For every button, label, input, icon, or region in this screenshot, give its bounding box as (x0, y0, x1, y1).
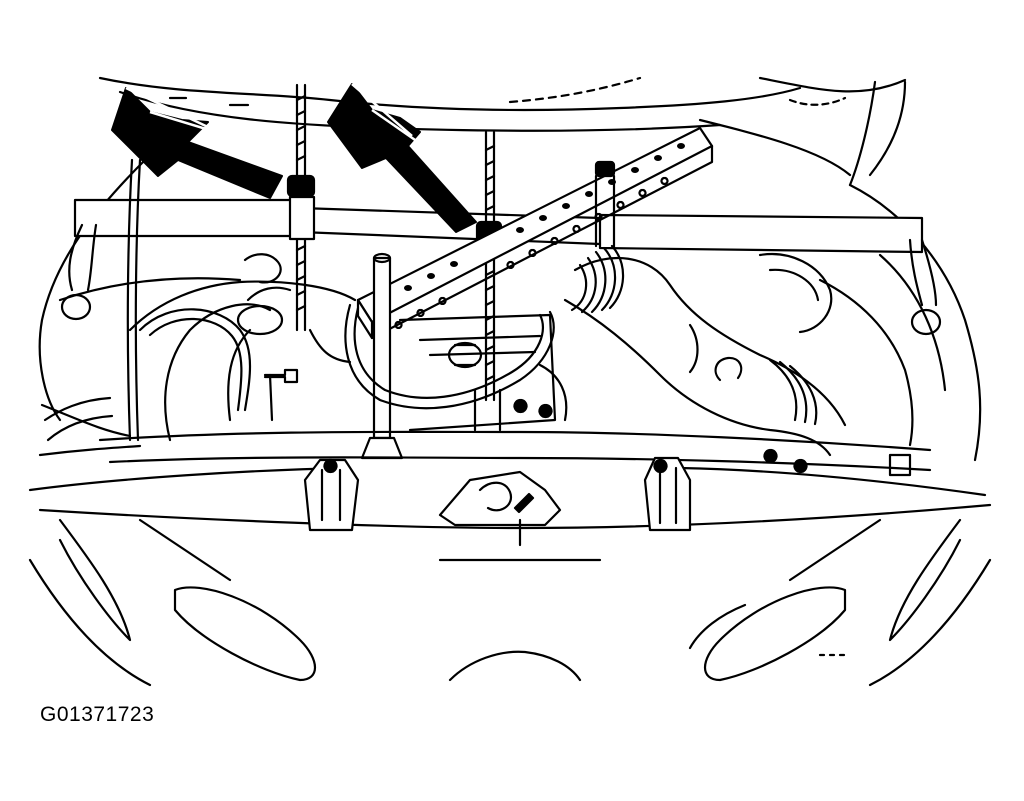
engine-center (398, 313, 568, 432)
radiator-support (28, 430, 992, 547)
hood-outline (98, 76, 907, 187)
support-post (360, 252, 404, 460)
right-fender (818, 183, 982, 462)
left-support-rod (288, 83, 316, 332)
lifting-beam (73, 198, 924, 254)
right-hook (908, 238, 942, 336)
left-lower-panel (138, 518, 882, 582)
left-rod-nut (286, 174, 316, 198)
figure-id-label: G01371723 (40, 703, 155, 726)
perforated-bar (356, 126, 714, 340)
arrow-pointer-icon (111, 86, 283, 199)
center-support-rod (484, 130, 496, 402)
front-fascia (28, 518, 992, 687)
arrow-pointer-icon (327, 83, 477, 233)
hoses-left (43, 158, 555, 442)
air-intake-duct (563, 244, 847, 457)
engine-left (128, 253, 357, 442)
left-hook (60, 223, 98, 321)
